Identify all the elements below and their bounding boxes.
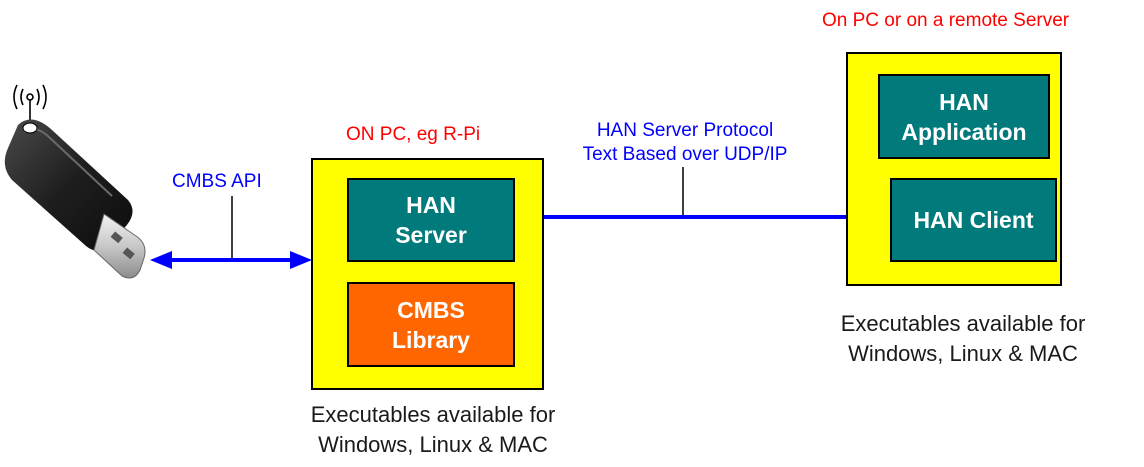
han-client-block: HAN Client: [890, 178, 1057, 262]
han-protocol-arrow: [516, 208, 890, 226]
protocol-label-line2: Text Based over UDP/IP: [582, 144, 788, 165]
usb-dongle-icon: [4, 119, 146, 279]
local-caption-line1: Executables available for: [310, 402, 556, 427]
han-client-label: HAN Client: [913, 207, 1034, 233]
local-caption-line2: Windows, Linux & MAC: [318, 432, 548, 457]
wireless-signal-icon: [13, 84, 47, 124]
protocol-label: HAN Server Protocol Text Based over UDP/…: [560, 119, 810, 167]
cmbs-api-arrow: [150, 251, 312, 269]
remote-caption-line2: Windows, Linux & MAC: [848, 341, 1078, 366]
protocol-label-line1: HAN Server Protocol: [596, 120, 774, 141]
remote-location-label: On PC or on a remote Server: [822, 10, 1070, 31]
local-location-label: ON PC, eg R-Pi: [346, 124, 481, 145]
remote-caption-line1: Executables available for: [840, 311, 1086, 336]
remote-caption: Executables available for Windows, Linux…: [818, 309, 1108, 369]
local-caption: Executables available for Windows, Linux…: [283, 400, 583, 460]
cmbs-api-label: CMBS API: [172, 171, 262, 192]
